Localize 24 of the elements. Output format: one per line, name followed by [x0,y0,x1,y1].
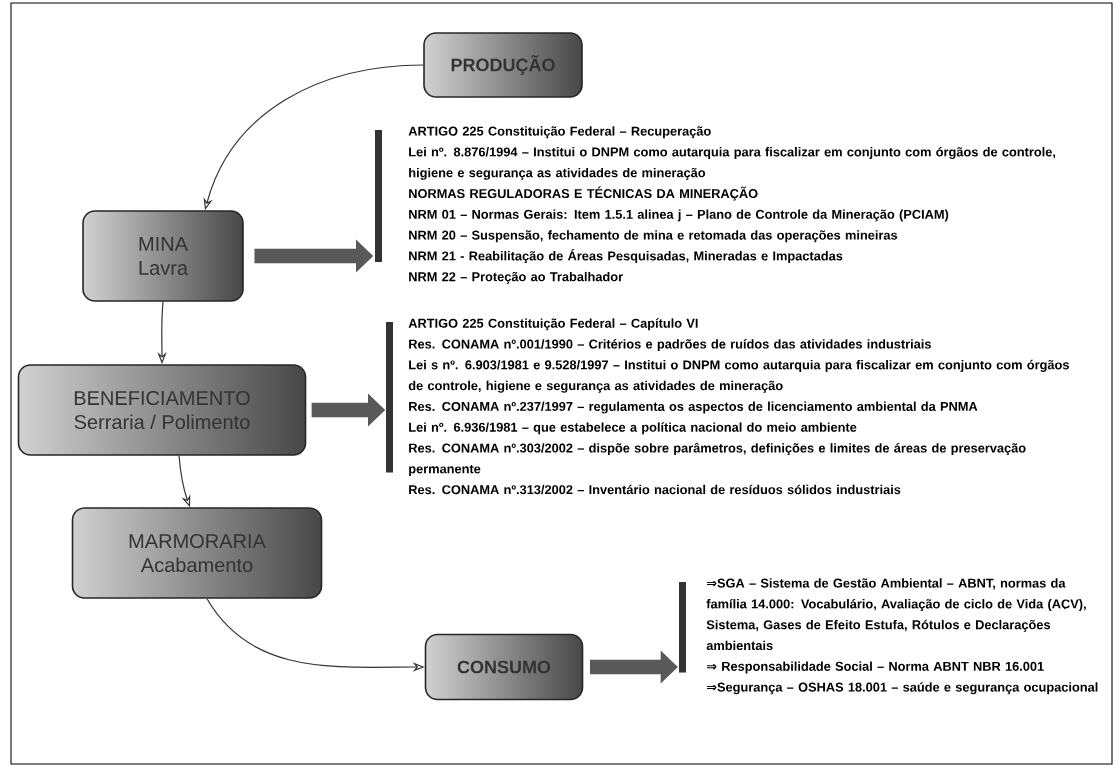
node-label: ⇒ Responsabilidade Social – Norma ABNT NBR 16.001 [707,661,1044,674]
node-label: NORMAS REGULADORAS E TÉCNICAS DA MINERAÇÃO [409,186,758,201]
node-label: Res. CONAMA nº.001/1990 – Critérios e padrões de ruídos das atividades industriais [409,339,931,352]
node-label: NRM 22 – Proteção ao Trabalhador [409,271,623,284]
regulation-list: ⇒SGA – Sistema de Gestão Ambiental – ABNT, normas da família 14.000: Vocabulário, Avaliação de ciclo de Vida (ACV), Sistema, Gases de Efeito Estufa, Rótulos e Declarações ambientais ⇒ Responsabilidade Social – Norma ABNT NBR 16.001 ⇒Segurança – OSHAS 18.001 – saúde e segurança ocupacional [679,578,1098,695]
node-label: NRM 20 – Suspensão, fechamento de mina e retomada das operações mineiras [409,230,898,243]
regulation-list: ARTIGO 225 Constituição Federal – Recuperação Lei nº. 8.876/1994 – Institui o DNPM como autarquia para fiscalizar em conjunto com órgãos de controle, higiene e segurança as atividades de mineração NORMAS REGULADORAS E TÉCNICAS DA MINERAÇÃO NRM 01 – Normas Gerais: Item 1.5.1 alinea j – Plano de Controle da Mineração (PCIAM) NRM 20 – Suspensão, fechamento de mina e retomada das operações mineiras NRM 21 - Reabilitação de Áreas Pesquisadas, Mineradas e Impactadas NRM 22 – Proteção ao Trabalhador [375,126,1056,284]
node-label: Lei nº. 8.876/1994 – Institui o DNPM como autarquia para fiscalizar em conjunto com órgãos de controle, higiene e segurança as atividades de mineração [409,146,1056,180]
node-label: Res. CONAMA nº.313/2002 – Inventário nacional de resíduos sólidos industriais [409,484,901,495]
node-label: NRM 01 – Normas Gerais: Item 1.5.1 alinea j – Plano de Controle da Mineração (PCIAM) [409,209,949,222]
node-label: ⇒Segurança – OSHAS 18.001 – saúde e segurança ocupacional [707,682,1098,695]
node-label: ARTIGO 225 Constituição Federal – Capítulo VI [408,318,698,331]
node-label: Lei nº. 6.936/1981 – que estabelece a política nacional do meio ambiente [409,422,857,435]
regulation-list: ARTIGO 225 Constituição Federal – Capítulo VI Res. CONAMA nº.001/1990 – Critérios e padrões de ruídos das atividades industriais Lei s nº. 6.903/1981 e 9.528/1997 – Institui o DNPM como autarquia para fiscalizar em conjunto com órgãos de controle, higiene e segurança as atividades de mineração Res. CONAMA nº.237/1997 – regulamenta os aspectos de licenciamento ambiental da PNMA Lei nº. 6.936/1981 – que estabelece a política nacional do meio ambiente Res. CONAMA nº.303/2002 – dispõe sobre parâmetros, definições e limites de áreas de preservação permanente Res. CONAMA nº.313/2002 – Inventário nacional de resíduos sólidos industriais [386,318,1069,495]
node-label: Res. CONAMA nº.303/2002 – dispõe sobre parâmetros, definições e limites de áreas de preservação permanente [409,442,1026,476]
node-label: ⇒SGA – Sistema de Gestão Ambiental – ABNT, normas da família 14.000: Vocabulário, Avaliação de ciclo de Vida (ACV), Sistema, Gases de Efeito Estufa, Rótulos e Declarações ambientais [706,578,1086,651]
node-label: ARTIGO 225 Constituição Federal – Recuperação [408,126,711,139]
node-label: NRM 21 - Reabilitação de Áreas Pesquisadas, Mineradas e Impactadas [409,249,843,263]
process-box: BENEFICIAMENTO Serraria / Polimento [17,364,307,456]
process-box: MARMORARIA Acabamento [71,507,323,599]
node-label: Lei s nº. 6.903/1981 e 9.528/1997 – Institui o DNPM como autarquia para fiscalizar em conjunto com órgãos de controle, higiene e segurança as atividades de mineração [408,359,1069,393]
process-box: MINA Lavra [82,210,244,302]
process-box: CONSUMO [424,633,584,701]
node-label: Res. CONAMA nº.237/1997 – regulamenta os aspectos de licenciamento ambiental da PNMA [409,401,978,414]
